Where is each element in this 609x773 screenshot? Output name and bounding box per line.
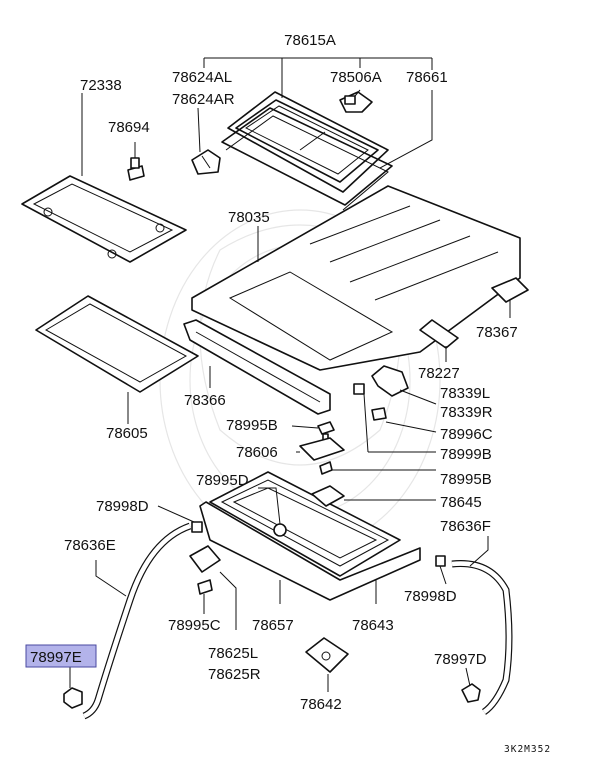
motor-78645[interactable] [311,485,345,507]
glass-hinge-bracket[interactable] [339,91,373,113]
drain-frame-78643[interactable] [199,501,421,601]
label-78645[interactable]: 78645 [440,494,482,511]
drain-hose-78636E[interactable] [82,522,192,720]
label-78998D-right[interactable]: 78998D [404,588,457,605]
glass-panel-clip[interactable] [191,149,221,175]
clip-78998D-right[interactable] [435,555,446,567]
highlighted-part-label[interactable]: 78997E [25,644,97,668]
label-78367[interactable]: 78367 [476,324,518,341]
label-72338[interactable]: 72338 [80,77,122,94]
label-78615A[interactable]: 78615A [284,32,336,49]
sunroof-seal-frame[interactable] [221,107,393,211]
screw-78694[interactable] [127,157,145,181]
rear-bracket-78367[interactable] [491,277,529,303]
label-78636F[interactable]: 78636F [440,518,491,535]
bumper-78996C[interactable] [371,407,387,421]
label-78636E[interactable]: 78636E [64,537,116,554]
label-78999B[interactable]: 78999B [440,446,492,463]
label-78995B-mid[interactable]: 78995B [440,471,492,488]
label-78339R[interactable]: 78339R [440,404,493,421]
part-labels: 78615A 78624AL 78624AR 78506A 78661 7233… [64,32,518,713]
label-78506A[interactable]: 78506A [330,69,382,86]
label-78227[interactable]: 78227 [418,365,460,382]
sunshade-frame-72338[interactable] [21,175,187,263]
drain-hose-78636F[interactable] [451,560,513,715]
bolt-78999B[interactable] [353,383,369,453]
frame-78657[interactable] [209,471,401,577]
label-78035[interactable]: 78035 [228,209,270,226]
label-78661[interactable]: 78661 [406,69,448,86]
label-78997E[interactable]: 78997E [30,649,82,666]
label-78366[interactable]: 78366 [184,392,226,409]
label-78624AR[interactable]: 78624AR [172,91,235,108]
clip-78998D-left[interactable] [191,521,203,533]
label-78996C[interactable]: 78996C [440,426,493,443]
label-78694[interactable]: 78694 [108,119,150,136]
label-78339L[interactable]: 78339L [440,385,490,402]
sunroof-glass-panel[interactable] [227,91,389,193]
highlight-box [25,644,97,668]
label-78606[interactable]: 78606 [236,444,278,461]
label-78625R[interactable]: 78625R [208,666,261,683]
grommet-78997D[interactable] [461,683,481,703]
grommet-78997E[interactable] [63,687,83,709]
label-78643[interactable]: 78643 [352,617,394,634]
bracket-78625[interactable] [189,545,221,573]
label-78605[interactable]: 78605 [106,425,148,442]
diagram-code: 3K2M352 [504,744,551,755]
sunshade-78605[interactable] [35,295,199,393]
bolt-78995B-top[interactable] [317,421,335,443]
label-78995B-top[interactable]: 78995B [226,417,278,434]
bracket-78339[interactable] [371,365,409,397]
front-trim-78366[interactable] [183,319,331,415]
bolt-78995B-mid[interactable] [319,461,333,475]
label-78997D[interactable]: 78997D [434,651,487,668]
label-78998D-left[interactable]: 78998D [96,498,149,515]
side-rail-78227[interactable] [419,319,459,349]
label-78642[interactable]: 78642 [300,696,342,713]
bolt-78995C[interactable] [197,579,213,595]
label-78657[interactable]: 78657 [252,617,294,634]
bracket-78642[interactable] [305,637,349,673]
label-78995D[interactable]: 78995D [196,472,249,489]
label-78624AL[interactable]: 78624AL [172,69,232,86]
label-78625L[interactable]: 78625L [208,645,258,662]
clip-78995D[interactable] [273,523,287,537]
bracket-78606[interactable] [299,437,345,461]
label-78995C[interactable]: 78995C [168,617,221,634]
